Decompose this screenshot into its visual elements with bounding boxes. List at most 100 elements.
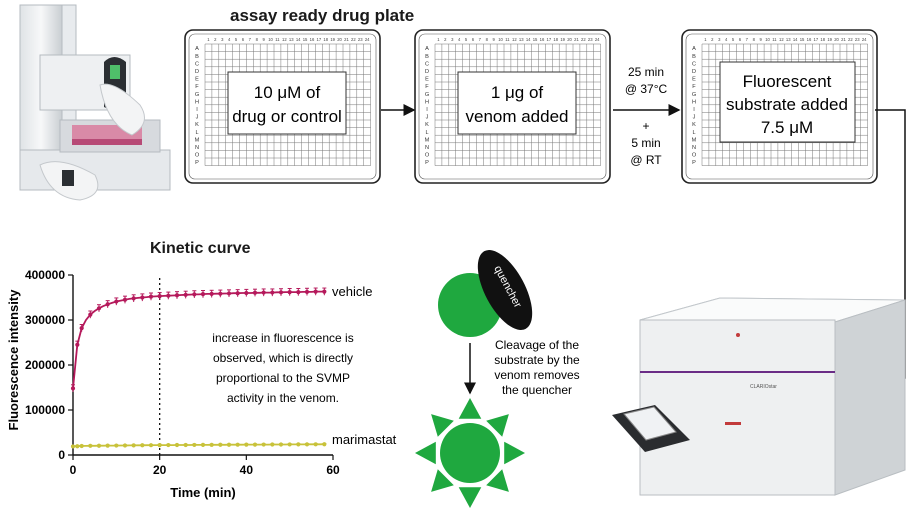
plate-row-label: I: [693, 107, 695, 113]
plate-col-label: 11: [275, 37, 280, 42]
chart-title: Kinetic curve: [150, 240, 251, 257]
data-point: [287, 442, 292, 447]
plate-col-label: 9: [492, 37, 495, 42]
data-point: [244, 290, 249, 296]
plate-row-label: P: [692, 160, 696, 166]
plate-col-label: 18: [820, 37, 825, 42]
plate-col-label: 11: [505, 37, 510, 42]
sun-ray: [415, 441, 436, 465]
caption-line4: the quencher: [502, 383, 572, 397]
data-point: [235, 291, 240, 296]
data-point: [226, 442, 232, 447]
plate-col-label: 10: [268, 37, 273, 42]
fluorescent-sun-icon: [415, 398, 525, 508]
plate-row-label: B: [425, 54, 429, 60]
plate-row-label: B: [195, 54, 199, 60]
data-point: [157, 294, 162, 299]
series-line: [72, 443, 325, 448]
annotation-line3: proportional to the SVMP: [216, 371, 350, 385]
plate-row-label: G: [425, 92, 429, 98]
plate-row-label: K: [692, 122, 696, 128]
x-tick-label: 0: [70, 463, 77, 477]
plate-col-label: 13: [289, 37, 294, 42]
step-2-line2: venom added: [465, 107, 568, 126]
plate-row-label: G: [195, 92, 199, 98]
quencher-ellipse: [477, 250, 533, 330]
plate-row-label: L: [692, 130, 695, 136]
plate-col-label: 24: [862, 37, 867, 42]
plate-col-label: 24: [595, 37, 600, 42]
plate-col-label: 8: [753, 37, 756, 42]
plate-col-label: 21: [574, 37, 579, 42]
plate-row-label: A: [692, 46, 696, 52]
mechanism-caption: Cleavage of the substrate by the venom r…: [494, 338, 580, 397]
plate-col-label: 19: [330, 37, 335, 42]
plate-row-label: O: [692, 153, 697, 159]
plate-row-label: F: [425, 84, 429, 90]
data-point: [174, 293, 180, 298]
series-vehicle: [70, 287, 327, 392]
data-point: [157, 443, 162, 448]
incubation-plus: +: [642, 119, 649, 133]
plate-col-label: 3: [221, 37, 224, 42]
plate-col-label: 14: [526, 37, 531, 42]
data-point: [75, 444, 80, 449]
plate-col-label: 12: [779, 37, 784, 42]
plate-col-label: 1: [207, 37, 210, 42]
data-point: [209, 442, 214, 447]
caption-line3: venom removes: [494, 368, 579, 382]
data-point: [140, 443, 145, 448]
data-point: [304, 289, 310, 294]
plate-row-label: D: [425, 69, 429, 75]
data-point: [70, 386, 76, 391]
plate-row-label: C: [195, 61, 199, 67]
plate-col-label: 23: [358, 37, 363, 42]
plate-row-label: L: [425, 130, 428, 136]
data-point: [252, 442, 258, 447]
data-point: [114, 299, 119, 304]
y-tick-label: 200000: [25, 358, 65, 372]
plate-row-label: O: [195, 153, 200, 159]
step-1-line1: 10 μM of: [254, 83, 321, 102]
plate-col-label: 18: [323, 37, 328, 42]
plate-row-label: N: [692, 145, 696, 151]
plate-row-label: A: [425, 46, 429, 52]
plate-section-title: assay ready drug plate: [230, 6, 415, 25]
plate-row-label: E: [195, 77, 199, 83]
x-tick-label: 60: [326, 463, 340, 477]
plate-col-label: 17: [317, 37, 322, 42]
data-point: [218, 442, 223, 447]
plate-col-label: 7: [249, 37, 252, 42]
plate-row-label: H: [425, 99, 429, 105]
data-point: [278, 442, 284, 447]
plate-row-label: A: [195, 46, 199, 52]
plate-row-label: H: [195, 99, 199, 105]
plate-col-label: 2: [711, 37, 714, 42]
data-point: [296, 442, 301, 447]
y-tick-label: 0: [58, 448, 65, 462]
plate-col-label: 6: [242, 37, 245, 42]
data-point: [88, 312, 93, 317]
plate-row-label: J: [426, 115, 429, 121]
sun-ray: [486, 469, 509, 492]
data-point: [96, 306, 102, 311]
plate-col-label: 19: [560, 37, 565, 42]
step-2-label: 1 μg of venom added: [457, 71, 577, 135]
plate-row-label: F: [692, 84, 696, 90]
data-point: [244, 442, 249, 447]
data-point: [304, 442, 310, 447]
x-tick-label: 20: [153, 463, 167, 477]
plate-col-label: 22: [581, 37, 586, 42]
data-point: [313, 442, 318, 447]
plate-col-label: 4: [725, 37, 728, 42]
plate-row-label: G: [692, 92, 696, 98]
data-point: [261, 290, 266, 295]
data-point: [105, 443, 110, 448]
annotation-line1: increase in fluorescence is: [212, 331, 353, 345]
plate-row-label: P: [425, 160, 429, 166]
y-tick-label: 300000: [25, 313, 65, 327]
plate-col-label: 2: [214, 37, 217, 42]
plate-col-label: 10: [765, 37, 770, 42]
plate-row-label: C: [692, 61, 696, 67]
data-point: [270, 442, 275, 447]
